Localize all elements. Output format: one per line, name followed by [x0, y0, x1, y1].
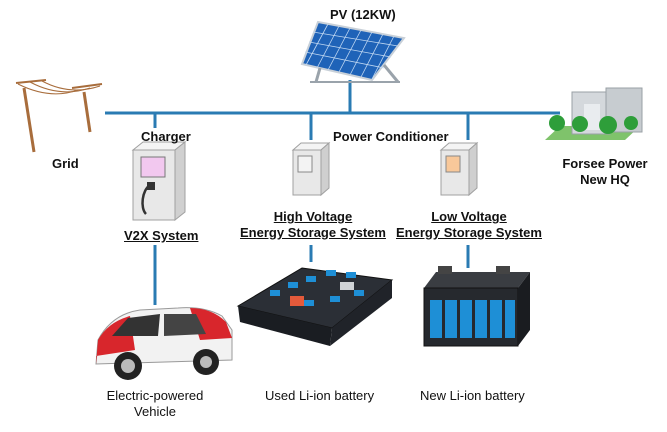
charger-label: Charger [141, 129, 191, 144]
used-battery-label: Used Li-ion battery [265, 388, 375, 403]
lv-power-conditioner-icon [439, 141, 479, 197]
lv-ess-label: Low Voltage Energy Storage System [392, 209, 546, 241]
hq-label-line2: New HQ [580, 172, 630, 187]
ev-label-line1: Electric-powered [106, 388, 204, 403]
pv-label: PV (12KW) [330, 7, 396, 22]
ev-label: Electric-powered Vehicle [90, 388, 220, 420]
hv-ess-label-line2: Energy Storage System [240, 225, 386, 240]
new-battery-label: New Li-ion battery [420, 388, 525, 403]
grid-pole-icon [15, 79, 103, 153]
hq-label-line1: Forsee Power [562, 156, 648, 171]
electric-car-icon [95, 307, 233, 380]
used-battery-pack-icon [236, 267, 394, 346]
hv-ess-label: High Voltage Energy Storage System [236, 209, 390, 241]
grid-label: Grid [52, 156, 79, 171]
power-conditioner-label: Power Conditioner [333, 129, 449, 144]
hv-ess-label-line1: High Voltage [273, 209, 353, 224]
v2x-system-label: V2X System [124, 228, 199, 243]
lv-ess-label-line2: Energy Storage System [396, 225, 542, 240]
hq-label: Forsee Power New HQ [550, 156, 660, 188]
hq-building-icon [545, 87, 643, 140]
solar-panel-icon [300, 20, 406, 83]
hv-power-conditioner-icon [291, 141, 331, 197]
ev-label-line2: Vehicle [134, 404, 176, 419]
charger-icon [131, 140, 187, 222]
lv-ess-label-line1: Low Voltage [431, 209, 507, 224]
new-battery-icon [423, 266, 530, 347]
